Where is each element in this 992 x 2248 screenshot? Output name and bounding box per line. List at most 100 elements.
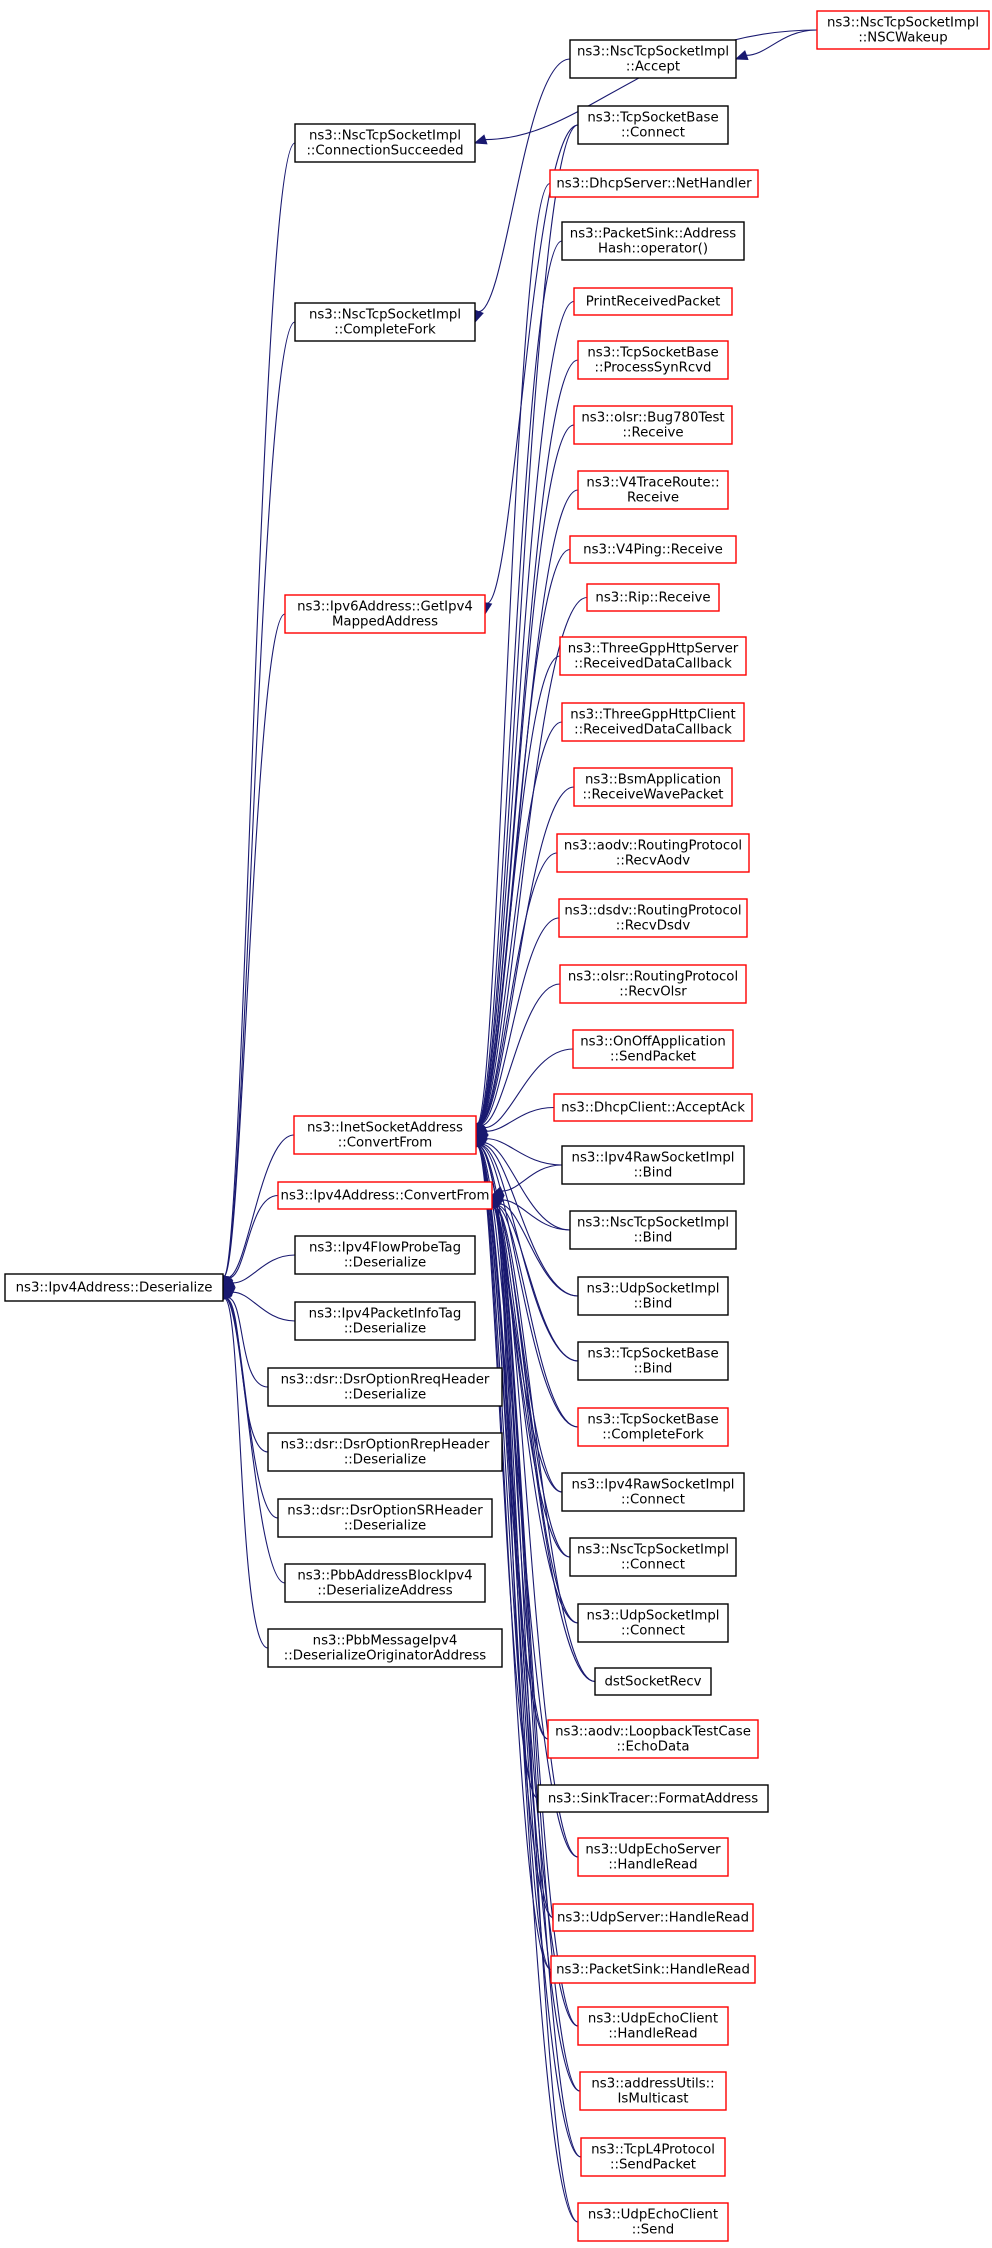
node-root[interactable]: ns3::Ipv4Address::Deserialize: [4, 1273, 224, 1302]
edge-dhcpack-to-inetconv: [486, 1106, 555, 1132]
node-label-dsdvrecv-line-0: ns3::dsdv::RoutingProtocol: [564, 904, 741, 919]
node-label-udpbind-line-1: ::Bind: [634, 1297, 673, 1312]
arrowhead-nscwakeup-to-connsucc: [473, 134, 488, 145]
node-label-udpconnect-line-1: ::Connect: [621, 1624, 685, 1639]
node-label-getipv4mapped-line-1: MappedAddress: [332, 615, 438, 630]
node-httpclient[interactable]: ns3::ThreeGppHttpClient::ReceivedDataCal…: [561, 702, 745, 742]
edge-bsm-to-inetconv: [478, 786, 575, 1125]
node-label-bug780-line-0: ns3::olsr::Bug780Test: [581, 411, 724, 426]
node-dsdvrecv[interactable]: ns3::dsdv::RoutingProtocol::RecvDsdv: [558, 898, 748, 938]
node-aodvrecv[interactable]: ns3::aodv::RoutingProtocol::RecvAodv: [556, 833, 750, 873]
edge-printrecv-to-inetconv: [476, 300, 575, 1125]
node-dstsock[interactable]: dstSocketRecv: [594, 1667, 712, 1696]
node-echoserverread[interactable]: ns3::UdpEchoServer::HandleRead: [577, 1837, 729, 1877]
edge-ipv4conv-to-root: [228, 1194, 279, 1279]
node-box-rawconnect: [561, 1472, 745, 1512]
node-rip[interactable]: ns3::Rip::Receive: [586, 583, 720, 612]
node-v4ping[interactable]: ns3::V4Ping::Receive: [569, 535, 737, 564]
node-label-procsyn-line-0: ns3::TcpSocketBase: [587, 346, 718, 361]
node-srh[interactable]: ns3::dsr::DsrOptionSRHeader::Deserialize: [277, 1498, 493, 1538]
node-pktsinkread[interactable]: ns3::PacketSink::HandleRead: [550, 1955, 756, 1984]
node-dhcpnet[interactable]: ns3::DhcpServer::NetHandler: [549, 169, 759, 198]
edge-pktsinkread-to-ipv4conv: [492, 1205, 552, 1971]
edge-echoclientsend-to-ipv4conv: [492, 1205, 579, 2223]
node-label-nscconnect-line-0: ns3::NscTcpSocketImpl: [577, 1543, 729, 1558]
nodes-layer: ns3::Ipv4Address::Deserializens3::NscTcp…: [4, 10, 990, 2242]
node-nscconnect[interactable]: ns3::NscTcpSocketImpl::Connect: [569, 1537, 737, 1577]
node-label-rrep-line-1: ::Deserialize: [344, 1453, 426, 1468]
node-v4trace[interactable]: ns3::V4TraceRoute::Receive: [577, 470, 729, 510]
node-tcpconnect[interactable]: ns3::TcpSocketBase::Connect: [577, 105, 729, 145]
node-box-tcpbind: [577, 1341, 729, 1381]
node-echoclientsend[interactable]: ns3::UdpEchoClient::Send: [577, 2202, 729, 2242]
node-nscwakeup[interactable]: ns3::NscTcpSocketImpl::NSCWakeup: [816, 10, 990, 50]
node-label-echoserverread-line-1: ::HandleRead: [608, 1858, 697, 1873]
node-label-echoclientread-line-1: ::HandleRead: [608, 2027, 697, 2042]
node-pbbblock[interactable]: ns3::PbbAddressBlockIpv4::DeserializeAdd…: [284, 1563, 486, 1603]
node-printrecv[interactable]: PrintReceivedPacket: [573, 287, 733, 316]
node-box-rrep: [267, 1432, 503, 1472]
node-echodata[interactable]: ns3::aodv::LoopbackTestCase::EchoData: [547, 1719, 759, 1759]
node-label-rawconnect-line-0: ns3::Ipv4RawSocketImpl: [572, 1478, 735, 1493]
node-box-pbbblock: [284, 1563, 486, 1603]
node-ismulticast[interactable]: ns3::addressUtils::IsMulticast: [579, 2071, 727, 2111]
node-bsm[interactable]: ns3::BsmApplication::ReceiveWavePacket: [573, 767, 733, 807]
node-label-dhcpack-line-0: ns3::DhcpClient::AcceptAck: [561, 1101, 745, 1116]
node-label-v4ping-line-0: ns3::V4Ping::Receive: [583, 543, 723, 558]
node-label-printrecv-line-0: PrintReceivedPacket: [586, 295, 721, 310]
node-rawconnect[interactable]: ns3::Ipv4RawSocketImpl::Connect: [561, 1472, 745, 1512]
node-olsrrecv[interactable]: ns3::olsr::RoutingProtocol::RecvOlsr: [559, 964, 747, 1004]
node-box-rip: [586, 583, 720, 612]
node-label-httpclient-line-1: ::ReceivedDataCallback: [574, 723, 732, 738]
edge-udpconnect-to-ipv4conv: [493, 1205, 579, 1624]
node-label-echoclientsend-line-1: ::Send: [632, 2223, 674, 2238]
node-l4send[interactable]: ns3::TcpL4Protocol::SendPacket: [580, 2137, 726, 2177]
node-rawbind[interactable]: ns3::Ipv4RawSocketImpl::Bind: [561, 1145, 745, 1185]
node-label-httpserver-line-0: ns3::ThreeGppHttpServer: [568, 642, 739, 657]
node-box-httpserver: [559, 636, 747, 676]
node-connsucc[interactable]: ns3::NscTcpSocketImpl::ConnectionSucceed…: [294, 123, 476, 163]
node-inetconv[interactable]: ns3::InetSocketAddress::ConvertFrom: [293, 1115, 477, 1155]
node-dhcpack[interactable]: ns3::DhcpClient::AcceptAck: [553, 1093, 753, 1122]
node-label-pbbmsg-line-1: ::DeserializeOriginatorAddress: [284, 1649, 487, 1664]
node-box-rreq: [267, 1367, 503, 1407]
edge-onoff-to-inetconv: [484, 1048, 574, 1129]
node-ipv4conv[interactable]: ns3::Ipv4Address::ConvertFrom: [277, 1181, 493, 1210]
node-udpserverread[interactable]: ns3::UdpServer::HandleRead: [552, 1903, 754, 1932]
node-box-pktsinkhash: [561, 221, 745, 261]
node-rreq[interactable]: ns3::dsr::DsrOptionRreqHeader::Deseriali…: [267, 1367, 503, 1407]
node-completefork[interactable]: ns3::NscTcpSocketImpl::CompleteFork: [294, 302, 476, 342]
node-label-ismulticast-line-1: IsMulticast: [618, 2092, 689, 2107]
node-tcpcompletefork[interactable]: ns3::TcpSocketBase::CompleteFork: [577, 1407, 729, 1447]
node-tcpbind[interactable]: ns3::TcpSocketBase::Bind: [577, 1341, 729, 1381]
node-rrep[interactable]: ns3::dsr::DsrOptionRrepHeader::Deseriali…: [267, 1432, 503, 1472]
edge-getipv4mapped-to-root: [223, 613, 286, 1278]
node-bug780[interactable]: ns3::olsr::Bug780Test::Receive: [573, 405, 733, 445]
node-nscbind[interactable]: ns3::NscTcpSocketImpl::Bind: [569, 1210, 737, 1250]
node-onoff[interactable]: ns3::OnOffApplication::SendPacket: [572, 1029, 734, 1069]
edge-nscbind-to-ipv4conv: [502, 1199, 571, 1231]
node-echoclientread[interactable]: ns3::UdpEchoClient::HandleRead: [577, 2006, 729, 2046]
node-pktinfo[interactable]: ns3::Ipv4PacketInfoTag::Deserialize: [294, 1301, 476, 1341]
node-sinktracer[interactable]: ns3::SinkTracer::FormatAddress: [537, 1784, 769, 1813]
node-label-udpconnect-line-0: ns3::UdpSocketImpl: [587, 1609, 720, 1624]
node-box-completefork: [294, 302, 476, 342]
node-box-bug780: [573, 405, 733, 445]
node-label-ipv4conv-line-0: ns3::Ipv4Address::ConvertFrom: [281, 1189, 490, 1204]
node-accept[interactable]: ns3::NscTcpSocketImpl::Accept: [569, 39, 737, 79]
node-box-pktsinkread: [550, 1955, 756, 1984]
node-box-ismulticast: [579, 2071, 727, 2111]
node-procsyn[interactable]: ns3::TcpSocketBase::ProcessSynRcvd: [577, 340, 729, 380]
node-flowprobe[interactable]: ns3::Ipv4FlowProbeTag::Deserialize: [294, 1235, 476, 1275]
node-box-srh: [277, 1498, 493, 1538]
node-udpconnect[interactable]: ns3::UdpSocketImpl::Connect: [577, 1603, 729, 1643]
node-label-connsucc-line-1: ::ConnectionSucceeded: [306, 144, 463, 159]
node-label-tcpconnect-line-0: ns3::TcpSocketBase: [587, 111, 718, 126]
node-box-echoserverread: [577, 1837, 729, 1877]
node-pbbmsg[interactable]: ns3::PbbMessageIpv4::DeserializeOriginat…: [267, 1628, 503, 1668]
edge-dsdvrecv-to-inetconv: [479, 917, 560, 1126]
node-httpserver[interactable]: ns3::ThreeGppHttpServer::ReceivedDataCal…: [559, 636, 747, 676]
node-udpbind[interactable]: ns3::UdpSocketImpl::Bind: [577, 1276, 729, 1316]
